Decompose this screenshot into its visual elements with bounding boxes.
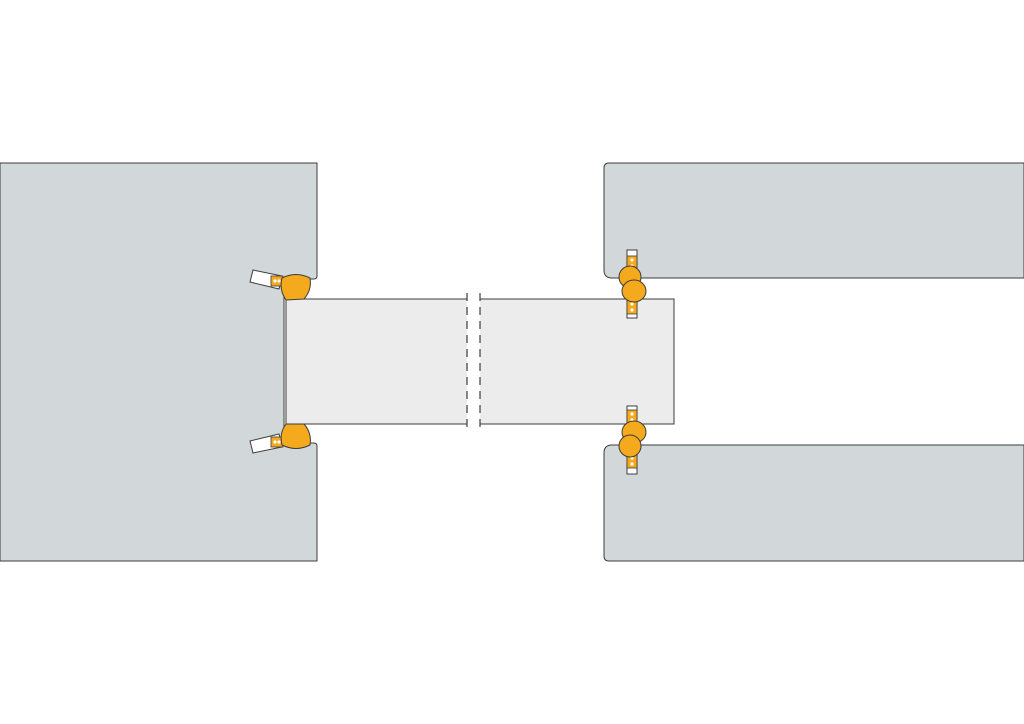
seal-left-top — [249, 269, 311, 301]
right-housing-bottom — [603, 444, 1024, 562]
left-housing — [0, 162, 318, 562]
right-housing-top — [603, 162, 1024, 279]
seal-right-top — [618, 249, 647, 319]
shaft-break-gap — [467, 293, 480, 433]
seal-left-bottom — [249, 423, 311, 454]
seal-right-bottom — [618, 405, 647, 475]
